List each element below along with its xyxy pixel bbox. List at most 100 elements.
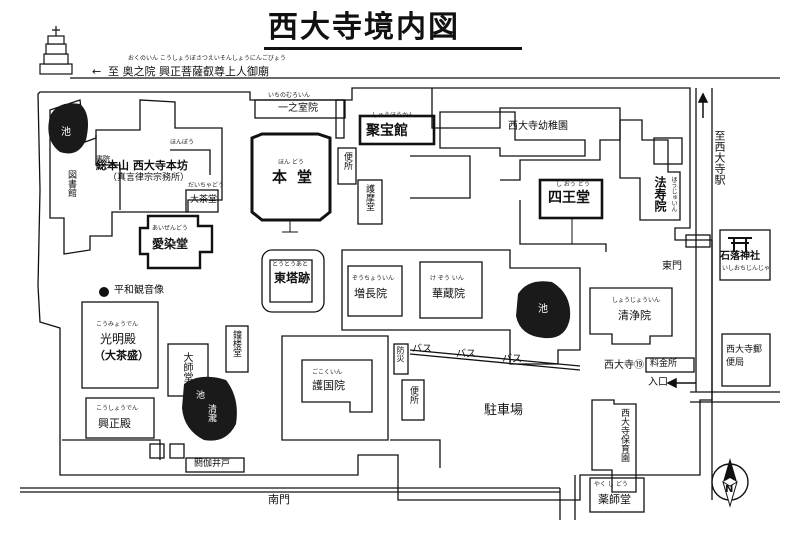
- higashimon-label: 東門: [662, 261, 682, 272]
- post-label: 西大寺郵便局: [726, 345, 763, 368]
- bosai-label: 防災: [396, 346, 405, 362]
- benjo2-building: [401, 379, 425, 421]
- totoseki-label: 東塔跡: [274, 271, 311, 285]
- shiodo-building: [538, 178, 604, 220]
- ike3-label: 池: [196, 391, 206, 401]
- komyoden-sub: （大茶盛）: [94, 349, 149, 362]
- shoro-label: 鐘楼堂: [231, 330, 241, 357]
- bus-label-3: バス: [502, 354, 522, 365]
- precinct-boundary: [37, 87, 713, 501]
- daichado-ruby: だいちゃどう: [188, 182, 225, 189]
- kezoin-building: [419, 261, 483, 319]
- hojuin-label: 法寿院: [653, 176, 667, 212]
- komyoden-ruby: こうみょうでん: [96, 321, 139, 328]
- aizendo-ruby: あいぜんどう: [152, 225, 188, 232]
- parking-label: 駐車場: [484, 403, 524, 418]
- post-building: [721, 333, 771, 387]
- komyoden-label: 光明殿: [100, 332, 137, 346]
- hoikuen-building: [591, 399, 637, 493]
- south-road: [20, 487, 560, 493]
- ticket-number: ⑲: [634, 360, 644, 371]
- daishido-label: 大師堂: [181, 352, 192, 382]
- kindergarten-label: 西大寺幼稚園: [508, 121, 568, 132]
- daichado-label: 大茶堂: [190, 195, 218, 205]
- ishiochi-building: [719, 229, 771, 281]
- akaido-label: 閼伽井戸: [194, 459, 231, 469]
- honbo-ruby: ほんぼう: [170, 139, 195, 146]
- kezoin-ruby: け ぞう いん: [430, 275, 464, 282]
- benjo1-building: [337, 147, 357, 185]
- map-title: 西大寺境内図: [268, 10, 460, 45]
- shuhokan-label: 聚宝館: [366, 123, 408, 139]
- totoseki-platform: [261, 249, 325, 313]
- ishiochi-label: 石落神社: [720, 251, 760, 262]
- route-top-ruby: おくのいん こうしょうぼさつえいそんしょうにんごびょう: [128, 55, 286, 62]
- ryokinsho-label: 料金所: [650, 359, 678, 369]
- ichinomuroin-ruby: いちのむろいん: [268, 92, 311, 99]
- hondo-building: [250, 132, 332, 222]
- gokokuin-label: 護国院: [312, 379, 345, 392]
- shojoin-ruby: しょうじょういん: [612, 297, 661, 304]
- route-top-arrow: ←: [92, 65, 102, 78]
- daichado-building: [185, 189, 219, 213]
- title-underline: [264, 47, 522, 50]
- yakushido-label: 薬師堂: [598, 493, 631, 506]
- kezoin-label: 華蔵院: [432, 287, 465, 300]
- zochoin-ruby: ぞうちょういん: [352, 275, 395, 282]
- benjo1-label: 便所: [342, 152, 352, 170]
- gokokuin-ruby: ごこくいん: [312, 369, 343, 376]
- ichinomuroin-building: [254, 99, 346, 119]
- yakushido-ruby: やく し どう: [594, 481, 628, 488]
- ike1-label: 池: [61, 127, 71, 138]
- minamimon-label: 南門: [268, 493, 290, 506]
- seiryu-label: 清瀧: [206, 404, 216, 422]
- zochoin-label: 増長院: [354, 287, 387, 300]
- komyoden-building: [81, 301, 159, 389]
- hondo-label: 本堂: [272, 168, 323, 186]
- yakushido-building: [589, 477, 645, 513]
- akaido-building: [185, 457, 245, 473]
- pond-1: [48, 103, 88, 154]
- iriguchi-label: 入口: [648, 377, 668, 388]
- ichinomuroin-label: 一之室院: [278, 103, 318, 114]
- shiodo-ruby: し おう どう: [556, 181, 590, 188]
- shoin-label: 書院: [96, 155, 110, 163]
- bus-label-2: バス: [456, 349, 476, 360]
- hondo-ruby: ほん どう: [278, 159, 304, 166]
- hojuin-ruby: ほうじゅいん: [670, 176, 677, 212]
- ticket-label: 西大寺: [604, 360, 634, 371]
- shoro-building: [225, 325, 249, 373]
- bus-label-1: バス: [412, 344, 432, 355]
- compass-icon: [711, 458, 749, 508]
- route-top-label: 至 奥之院 興正菩薩叡尊上人御廟: [108, 65, 269, 78]
- ryokinsho-building: [645, 357, 695, 373]
- zochoin-building: [347, 265, 403, 317]
- totoseki-ruby: とうとうあと: [272, 261, 309, 268]
- benjo2-label: 便所: [408, 386, 418, 404]
- aizendo-label: 愛染堂: [152, 237, 189, 251]
- goshoden-label: 興正殿: [98, 417, 131, 430]
- bosai-building: [393, 343, 409, 375]
- shojoin-building: [589, 287, 673, 345]
- torii-icon: [728, 237, 752, 252]
- bus-lane: [409, 349, 581, 371]
- pond-3: [182, 376, 237, 441]
- shuhokan-ruby: しゅうほうかん: [372, 112, 415, 119]
- compass-label: N: [725, 484, 734, 495]
- goshoden-building: [85, 397, 155, 439]
- pond-2: [516, 281, 571, 339]
- pagoda-icon: [39, 26, 73, 75]
- east-road: [695, 88, 713, 500]
- toshoin-label: 図書館: [66, 170, 76, 197]
- route-right-label: 至西大寺駅: [713, 130, 726, 185]
- kindergarten-building: [439, 111, 586, 157]
- honbo-sub: （真言律宗宗務所）: [108, 173, 190, 183]
- gokokuin-building: [301, 359, 373, 413]
- hoikuen-label: 西大寺保育園: [619, 408, 629, 462]
- gomado-building: [357, 179, 383, 225]
- aizendo-building: [138, 214, 214, 270]
- honbo-label: 総本山 西大寺本坊: [96, 159, 188, 172]
- hojuin-building: [619, 119, 681, 221]
- heiwa-kannon-label: 平和観音像: [114, 285, 164, 296]
